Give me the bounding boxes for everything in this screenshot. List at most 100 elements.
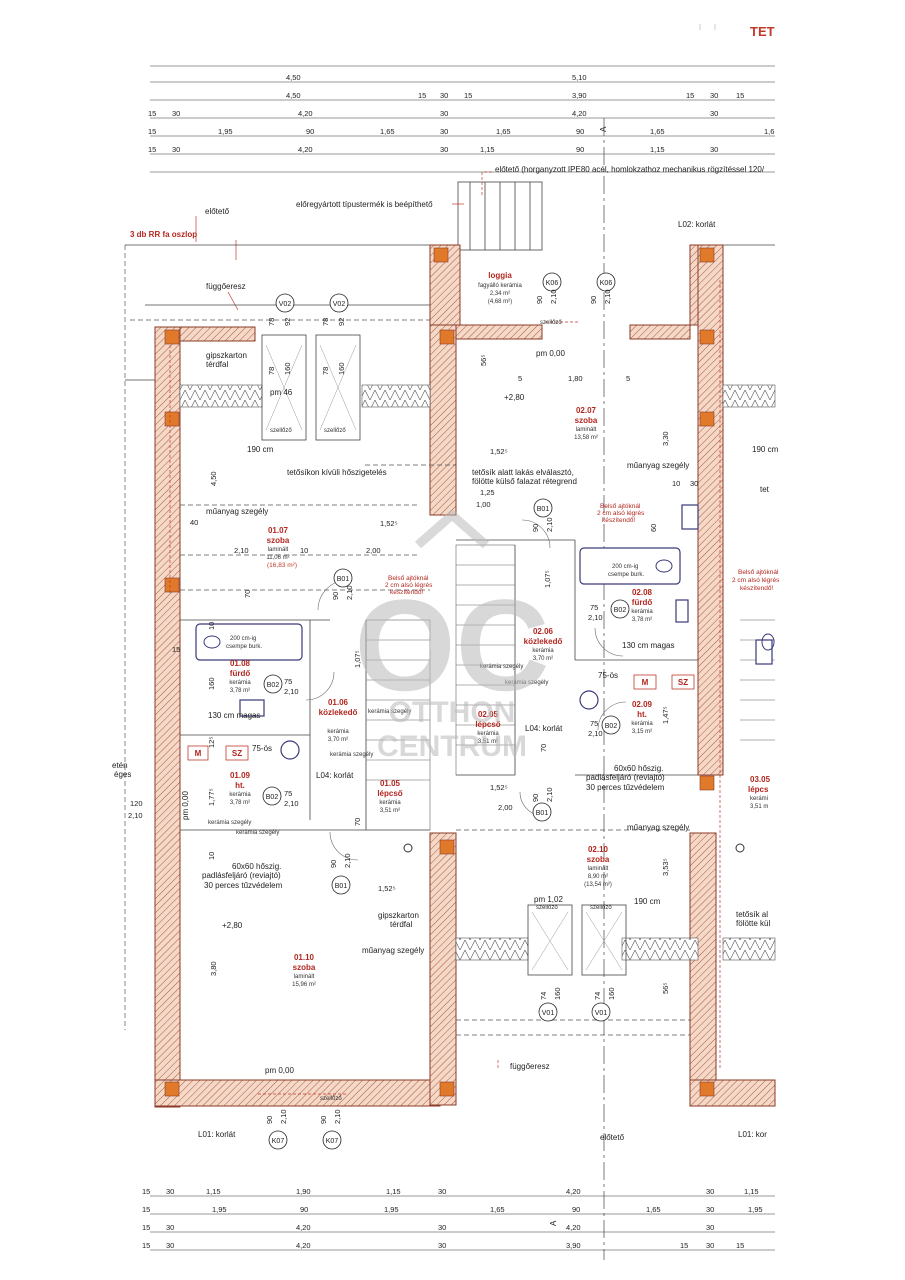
tag-v01: V01 [595, 1010, 608, 1017]
dim-label: 90 [589, 296, 598, 304]
room-material: kerámia [631, 721, 653, 727]
walls [154, 244, 776, 1108]
dim-label: 74 [539, 992, 548, 1000]
room-name: lépcső [377, 789, 402, 798]
dim-label: 30 [166, 1223, 174, 1232]
watermark-mono: OC [355, 572, 550, 718]
dim-label: 2,10 [545, 787, 554, 802]
room-material: kerámia [229, 792, 251, 798]
watermark-logo: OC OTTHON CENTRUM [355, 508, 550, 763]
dim-label: 1,07⁵ [543, 570, 552, 588]
dim-label: 30 [710, 145, 718, 154]
room-area: 15,96 m² [292, 982, 316, 988]
dim-label: 75 [590, 603, 598, 612]
dim-label: 30 [438, 1187, 446, 1196]
watermark-line2: CENTRUM [377, 730, 527, 763]
room-area: 3,51 m [750, 804, 768, 810]
room-id: 02.07 [576, 406, 597, 415]
dim-label: 30 [706, 1241, 714, 1250]
dim-label: 4,20 [572, 109, 587, 118]
room-id: 02.05 [478, 710, 499, 719]
dim-label: 15 [148, 109, 156, 118]
room-area: 3,51 m² [380, 808, 400, 814]
room-id: 01.05 [380, 779, 401, 788]
sanitary-fixtures [195, 504, 775, 853]
dim-label: 1,25 [480, 488, 495, 497]
dim-label: 30 [706, 1187, 714, 1196]
dim-label: 30 [440, 127, 448, 136]
tag-m: M [195, 749, 202, 758]
dim-label: 90 [576, 127, 584, 136]
dim-label: 1,65 [496, 127, 511, 136]
door-swings [305, 519, 627, 861]
dim-label: 1,65 [646, 1205, 661, 1214]
room-01-08: 01.08 fürdő kerámia 3,78 m² [229, 659, 251, 694]
room-name: ht. [637, 710, 647, 719]
bottom-dimension-chains [150, 1195, 775, 1251]
dim-label: 2,10 [549, 289, 558, 304]
note-fuggoeresz: függőeresz [206, 282, 246, 291]
dim-label: 4,50 [209, 471, 218, 486]
dim-label: 1,95 [384, 1205, 399, 1214]
room-material: kerámia [477, 731, 499, 737]
room-material: kerámia [631, 609, 653, 615]
watermark-line1: OTTHON [389, 696, 516, 729]
dim-label: 3,53⁵ [661, 858, 670, 876]
dim-label: 30 [172, 145, 180, 154]
dim-label: 30 [706, 1223, 714, 1232]
room-name: fagyálló kerámia [478, 283, 522, 289]
dim-label: 1,65 [650, 127, 665, 136]
dim-label: 75 [590, 719, 598, 728]
note-eloregyartott: előregyártott típustermék is beépíthető [296, 200, 433, 209]
tag-sz: SZ [232, 749, 242, 758]
dim-label: 90 [306, 127, 314, 136]
dim-label: 74 [593, 992, 602, 1000]
room-name: szoba [575, 416, 598, 425]
dim-label: 5 [518, 374, 522, 383]
tag-b02: B02 [605, 723, 618, 730]
room-id: 01.06 [328, 698, 349, 707]
dim-label: 30 [706, 1205, 714, 1214]
room-area: 2,34 m² [490, 291, 510, 297]
note-text: 75-ös [252, 744, 272, 753]
note-text: szellőző [540, 320, 562, 326]
room-material: laminált [576, 427, 597, 433]
note-text: szellőző [536, 905, 558, 911]
dim-label: 1,15 [744, 1187, 759, 1196]
note-text: térdfal [390, 920, 412, 929]
tag-k07: K07 [272, 1138, 285, 1145]
room-area: 3,70 m² [328, 737, 348, 743]
dim-label: 1,00 [476, 500, 491, 509]
dim-label: 2,10 [284, 687, 299, 696]
room-material: kerámia [379, 800, 401, 806]
dim-label: 1,65 [380, 127, 395, 136]
note-text: 190 cm [247, 445, 274, 454]
dim-label: 5,10 [572, 73, 587, 82]
dim-label: 75 [284, 789, 292, 798]
dim-label: 1,90 [296, 1187, 311, 1196]
top-dim-row-2: 4,50 15 30 15 3,90 15 30 15 [286, 91, 744, 100]
note-oszlop: 3 db RR fa oszlop [130, 230, 197, 239]
note-eloteto-left: előtető [205, 207, 230, 216]
bottom-dim-row-1: 15 30 1,15 1,90 1,15 30 4,20 30 1,15 [142, 1187, 759, 1196]
dim-label: 75 [284, 677, 292, 686]
note-text: műanyag szegély [627, 823, 689, 832]
room-id: 01.09 [230, 771, 251, 780]
dim-label: 90 [576, 145, 584, 154]
dim-label: 30 [172, 109, 180, 118]
stairs [365, 544, 775, 831]
note-text: éges [114, 770, 131, 779]
dim-label: 90 [265, 1116, 274, 1124]
dim-label: 15 [142, 1241, 150, 1250]
note-text: térdfal [206, 360, 228, 369]
dim-label: 78 [321, 367, 330, 375]
note-text: függőeresz [510, 1062, 550, 1071]
dim-label: 92 [283, 318, 292, 326]
note-l02: L02: korlát [678, 220, 716, 229]
room-area-total: (4,68 m²) [488, 299, 512, 305]
room-area: 8,90 m² [588, 874, 608, 880]
dim-label: 15 [736, 1241, 744, 1250]
room-area: 3,78 m² [632, 617, 652, 623]
dim-label: 30 [710, 91, 718, 100]
